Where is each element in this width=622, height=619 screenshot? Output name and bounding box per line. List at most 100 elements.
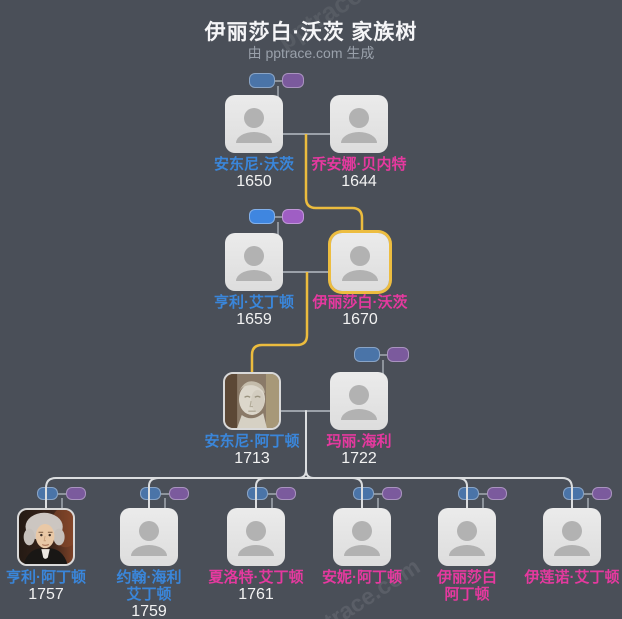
person-silhouette-icon (449, 521, 485, 556)
person-portrait-photo[interactable] (223, 372, 281, 430)
person-node-joanna-bennett[interactable]: 乔安娜·贝内特 1644 (312, 95, 407, 190)
person-name: 安东尼·沃茨 (214, 156, 294, 173)
mother-pill-icon[interactable] (387, 347, 409, 362)
husband-pill-icon[interactable] (140, 487, 161, 500)
father-pill-icon[interactable] (249, 73, 275, 88)
person-node-anthony-watts[interactable]: 安东尼·沃茨 1650 (214, 95, 294, 190)
person-name: 安东尼·阿丁顿 (204, 433, 300, 450)
wife-pill-icon[interactable] (276, 487, 296, 500)
page-title: 伊丽莎白·沃茨 家族树 (204, 21, 418, 44)
person-year: 1757 (28, 586, 64, 603)
person-card-highlighted[interactable] (331, 233, 389, 291)
pill-connector (479, 493, 487, 495)
husband-pill-icon[interactable] (563, 487, 584, 500)
person-card[interactable] (227, 508, 285, 566)
person-node-charlotte-addington[interactable]: 夏洛特·艾丁顿 1761 (209, 508, 304, 603)
person-label: 玛丽·海利 1722 (327, 433, 392, 467)
person-year: 1644 (341, 173, 377, 190)
person-card[interactable] (330, 372, 388, 430)
person-silhouette-icon (236, 108, 272, 143)
person-label: 约翰·海利 艾丁顿 1759 (117, 569, 182, 619)
person-silhouette-icon (238, 521, 274, 556)
pill-connector (380, 354, 387, 356)
person-silhouette-icon (344, 521, 380, 556)
person-label: 伊丽莎白 阿丁顿 (437, 569, 497, 603)
husband-pill-icon[interactable] (247, 487, 268, 500)
pill-connector (374, 493, 382, 495)
person-silhouette-icon (342, 246, 378, 281)
wife-pill-icon[interactable] (169, 487, 189, 500)
husband-pill-icon[interactable] (353, 487, 374, 500)
person-label: 安东尼·沃茨 1650 (214, 156, 294, 190)
person-node-elizabeth-addington[interactable]: 伊丽莎白 阿丁顿 (437, 508, 497, 603)
person-node-eleanor-addington[interactable]: 伊莲诺·艾丁顿 (525, 508, 620, 586)
person-label: 安妮·阿丁顿 (322, 569, 402, 586)
person-node-anthony-addington[interactable]: 安东尼·阿丁顿 1713 (205, 372, 300, 467)
person-portrait-photo[interactable] (17, 508, 75, 566)
person-name: 亨利·艾丁顿 (214, 294, 294, 311)
person-year: 1713 (234, 450, 270, 467)
pill-connector (58, 493, 66, 495)
pill-stub-line (277, 222, 279, 236)
person-node-john-hiley-addington[interactable]: 约翰·海利 艾丁顿 1759 (117, 508, 182, 619)
wife-pill-icon[interactable] (592, 487, 612, 500)
person-card[interactable] (120, 508, 178, 566)
person-card[interactable] (543, 508, 601, 566)
person-label: 亨利·艾丁顿 1659 (214, 294, 294, 328)
person-label: 夏洛特·艾丁顿 1761 (209, 569, 304, 603)
pill-stub-line (382, 360, 384, 374)
person-node-elizabeth-watts-highlighted[interactable]: 伊丽莎白·沃茨 1670 (313, 233, 408, 328)
pill-connector (584, 493, 592, 495)
marble-bust-portrait (225, 374, 279, 428)
person-name: 伊丽莎白·沃茨 (312, 294, 408, 311)
descent-junction (297, 469, 315, 479)
mother-pill-icon[interactable] (282, 73, 304, 88)
person-year: 1761 (238, 586, 274, 603)
pill-stub-line (587, 498, 589, 510)
person-card[interactable] (333, 508, 391, 566)
person-name: 夏洛特·艾丁顿 (208, 569, 304, 586)
person-silhouette-icon (554, 521, 590, 556)
person-node-henry-addington[interactable]: 亨利·阿丁顿 1757 (6, 508, 86, 603)
pill-stub-line (277, 86, 279, 100)
person-card[interactable] (330, 95, 388, 153)
person-node-henry-addington-sr[interactable]: 亨利·艾丁顿 1659 (214, 233, 294, 328)
person-node-mary-hiley[interactable]: 玛丽·海利 1722 (327, 372, 392, 467)
pill-connector (161, 493, 169, 495)
pill-connector (268, 493, 276, 495)
person-name: 亨利·阿丁顿 (6, 569, 86, 586)
person-name-line2: 阿丁顿 (444, 586, 490, 603)
wife-pill-icon[interactable] (487, 487, 507, 500)
husband-pill-icon[interactable] (458, 487, 479, 500)
person-card[interactable] (225, 233, 283, 291)
person-label: 安东尼·阿丁顿 1713 (205, 433, 300, 467)
person-year: 1670 (342, 311, 378, 328)
person-name: 乔安娜·贝内特 (311, 156, 407, 173)
person-label: 亨利·阿丁顿 1757 (6, 569, 86, 603)
husband-pill-icon[interactable] (37, 487, 58, 500)
person-name-line1: 约翰·海利 (116, 569, 182, 586)
subtitle: 由 pptrace.com 生成 (247, 45, 375, 61)
person-silhouette-icon (131, 521, 167, 556)
pill-connector (275, 80, 282, 82)
person-card[interactable] (438, 508, 496, 566)
person-label: 伊莲诺·艾丁顿 (525, 569, 620, 586)
wife-pill-icon[interactable] (382, 487, 402, 500)
person-silhouette-icon (236, 246, 272, 281)
father-pill-icon[interactable] (354, 347, 380, 362)
mother-pill-icon[interactable] (282, 209, 304, 224)
painting-portrait (19, 510, 73, 564)
person-node-anne-addington[interactable]: 安妮·阿丁顿 (322, 508, 402, 586)
person-year: 1659 (236, 311, 272, 328)
person-year: 1722 (341, 450, 377, 467)
wife-pill-icon[interactable] (66, 487, 86, 500)
person-card[interactable] (225, 95, 283, 153)
father-pill-icon[interactable] (249, 209, 275, 224)
person-name: 安妮·阿丁顿 (322, 569, 402, 586)
person-name-line2: 艾丁顿 (126, 586, 172, 603)
person-name: 伊莲诺·艾丁顿 (524, 569, 620, 586)
person-silhouette-icon (341, 108, 377, 143)
person-label: 乔安娜·贝内特 1644 (312, 156, 407, 190)
